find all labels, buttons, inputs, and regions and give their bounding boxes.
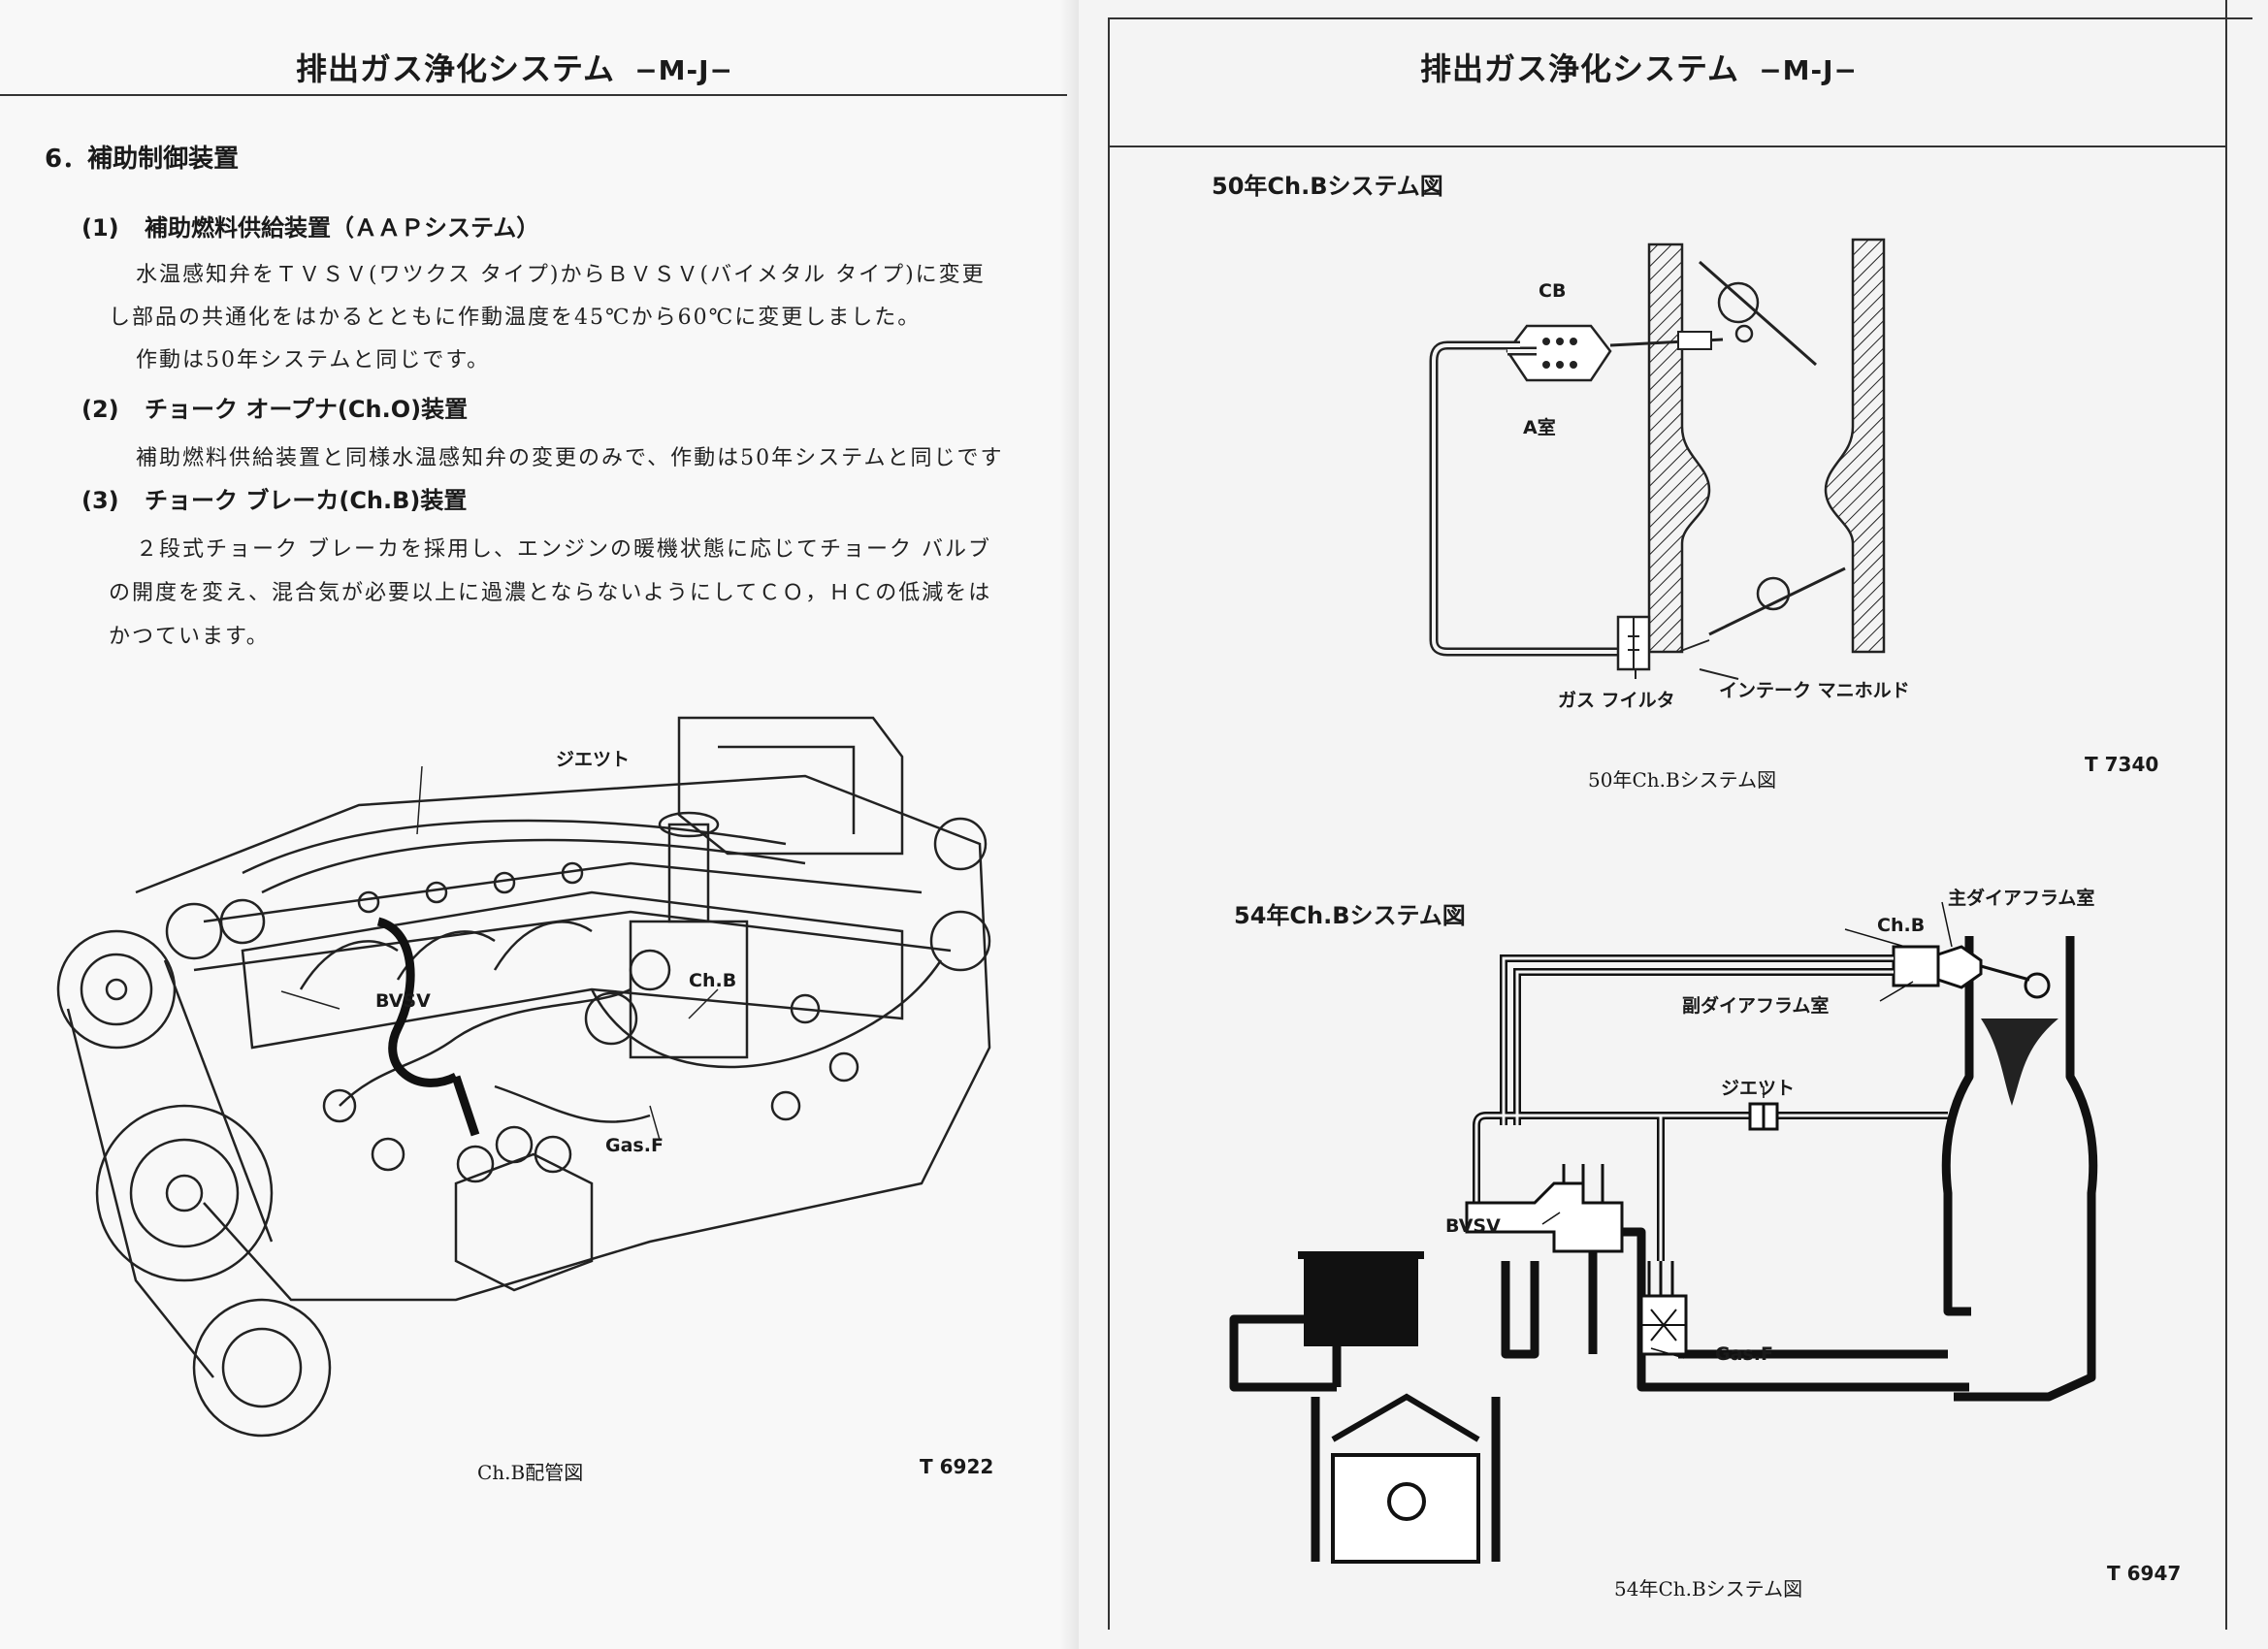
engine-label-chb: Ch.B — [689, 970, 737, 991]
right-header-rule — [1108, 146, 2227, 147]
diagram-54-label-gasf: Gas.F — [1715, 1343, 1773, 1365]
item-2-line-1: 補助燃料供給装置と同様水温感知弁の変更のみで、作動は50年システムと同じです — [136, 446, 1004, 470]
engine-figure-code: T 6922 — [920, 1455, 994, 1478]
left-header-model: −M-J− — [634, 54, 734, 86]
diagram-50-caption: 50年Ch.Bシステム図 — [1588, 768, 1777, 792]
item-3-line-2: の開度を変え、混合気が必要以上に過濃とならないようにしてＣＯ，ＨＣの低減をは — [109, 581, 992, 605]
right-header-model: −M-J− — [1759, 54, 1859, 86]
diagram-54-label-sub-diaphragm: 副ダイアフラム室 — [1682, 995, 1830, 1017]
left-header-title-text: 排出ガス浄化システム — [296, 50, 616, 87]
item-1-heading: (1) 補助燃料供給装置（ＡＡＰシステム） — [81, 209, 539, 242]
diagram-54-schematic — [1229, 901, 2098, 1564]
item-2-title: チョーク オープナ(Ch.O)装置 — [145, 396, 469, 423]
left-header-title: 排出ガス浄化システム −M-J− — [296, 45, 733, 89]
engine-label-bvsv: BVSV — [375, 990, 431, 1012]
diagram-50-label-cb: CB — [1539, 280, 1567, 302]
right-left-frame — [1108, 17, 1110, 1630]
section-title: 6．補助制御装置 — [45, 145, 240, 174]
item-1-line-3: 作動は50年システムと同じです。 — [136, 348, 491, 372]
engine-illustration — [56, 716, 991, 1438]
item-2-heading: (2) チョーク オープナ(Ch.O)装置 — [81, 390, 468, 424]
diagram-54-label-jet: ジエツト — [1721, 1078, 1796, 1099]
item-1-line-2: し部品の共通化をはかるとともに作動温度を45℃から60℃に変更しました。 — [109, 306, 922, 330]
item-3-number: (3) — [81, 487, 119, 514]
right-header-title: 排出ガス浄化システム −M-J− — [1420, 45, 1858, 89]
right-right-frame — [2225, 0, 2227, 1630]
item-1-title: 補助燃料供給装置（ＡＡＰシステム） — [145, 214, 540, 242]
right-header-title-text: 排出ガス浄化システム — [1420, 50, 1740, 87]
diagram-50-label-intake-manifold: インテーク マニホルド — [1719, 680, 1910, 701]
diagram-54-label-bvsv: BVSV — [1445, 1215, 1501, 1237]
left-page: 排出ガス浄化システム −M-J− 6．補助制御装置 (1) 補助燃料供給装置（Ａ… — [0, 0, 1079, 1649]
item-1-line-1: 水温感知弁をＴＶＳＶ(ワツクス タイプ)からＢＶＳＶ(バイメタル タイプ)に変更 — [136, 263, 986, 287]
diagram-50-code: T 7340 — [2085, 753, 2159, 776]
diagram-54-title: 54年Ch.Bシステム図 — [1234, 902, 1466, 929]
item-3-line-1: ２段式チョーク ブレーカを採用し、エンジンの暖機状態に応じてチョーク バルブ — [136, 537, 991, 562]
diagram-54-code: T 6947 — [2107, 1562, 2182, 1585]
right-top-rule — [1108, 17, 2252, 19]
diagram-54-label-chb: Ch.B — [1877, 915, 1926, 936]
item-1-number: (1) — [81, 214, 119, 242]
diagram-54-label-main-diaphragm: 主ダイアフラム室 — [1948, 888, 2095, 909]
item-3-title: チョーク ブレーカ(Ch.B)装置 — [145, 487, 468, 514]
item-3-line-3: かつています。 — [109, 625, 270, 649]
diagram-54-caption: 54年Ch.Bシステム図 — [1614, 1577, 1803, 1600]
engine-label-jet: ジエツト — [556, 749, 631, 770]
left-header-rule — [0, 94, 1067, 96]
diagram-50-label-gas-filter: ガス フイルタ — [1558, 690, 1675, 711]
diagram-50-label-a-chamber: A室 — [1523, 417, 1556, 438]
item-2-number: (2) — [81, 396, 119, 423]
right-page: 排出ガス浄化システム −M-J− 50年Ch.Bシステム図 — [1079, 0, 2268, 1649]
diagram-50-schematic — [1429, 238, 1886, 680]
diagram-50-title: 50年Ch.Bシステム図 — [1212, 173, 1443, 200]
item-3-heading: (3) チョーク ブレーカ(Ch.B)装置 — [81, 481, 467, 515]
engine-label-gasf: Gas.F — [605, 1135, 664, 1156]
engine-figure-caption: Ch.B配管図 — [477, 1461, 584, 1484]
